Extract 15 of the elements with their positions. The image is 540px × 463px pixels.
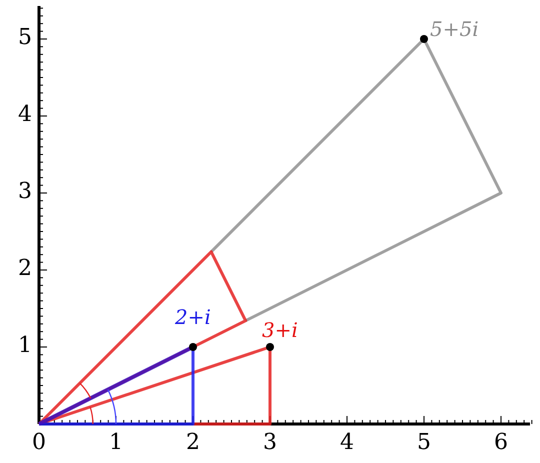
y-axis-label: 3: [18, 181, 32, 203]
y-axis-label: 4: [18, 104, 32, 126]
x-axis-label: 0: [32, 432, 46, 454]
x-axis-label: 3: [263, 432, 277, 454]
x-axis-label: 4: [340, 432, 354, 454]
point-label: 2+i: [175, 307, 211, 327]
y-axis-label: 1: [18, 335, 32, 357]
y-axis-label: 2: [18, 258, 32, 280]
point-label: 5+5i: [430, 19, 479, 39]
x-axis-label: 6: [494, 432, 508, 454]
x-axis-label: 1: [109, 432, 123, 454]
y-axis-label: 5: [18, 27, 32, 49]
point-label: 3+i: [262, 320, 298, 340]
x-axis-label: 2: [186, 432, 200, 454]
x-axis-label: 5: [417, 432, 431, 454]
